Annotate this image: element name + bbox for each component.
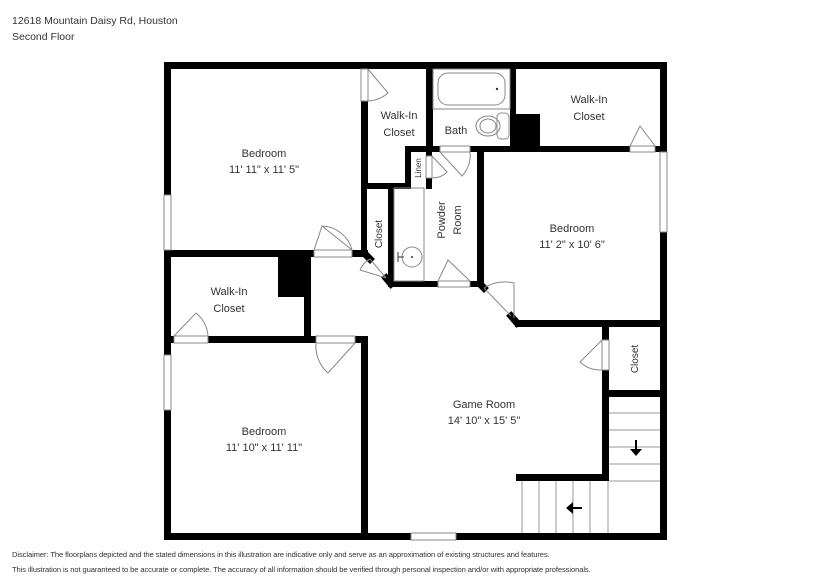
toilet-icon bbox=[475, 112, 510, 140]
disclaimer-line-2: This illustration is not guaranteed to b… bbox=[12, 565, 591, 574]
bedroom-ne-name: Bedroom bbox=[550, 223, 595, 235]
bedroom-nw-dims: 11' 11" x 11' 5" bbox=[229, 164, 299, 176]
floor-label: Second Floor bbox=[12, 31, 75, 43]
bath-label: Bath bbox=[445, 125, 468, 137]
game-room-name: Game Room bbox=[453, 399, 515, 411]
walkin-mid-left-line1: Walk-In bbox=[211, 286, 248, 298]
powder-room-line2: Room bbox=[452, 205, 464, 234]
property-address: 12618 Mountain Daisy Rd, Houston bbox=[12, 15, 178, 27]
bedroom-ne-dims: 11' 2" x 10' 6" bbox=[539, 239, 605, 251]
room-labels: Bedroom 11' 11" x 11' 5" Walk-In Closet … bbox=[211, 94, 641, 454]
closet-hall-label: Closet bbox=[374, 220, 385, 249]
walkin-top-left-line1: Walk-In bbox=[381, 110, 418, 122]
powder-room-line1: Powder bbox=[436, 201, 448, 239]
bedroom-nw-name: Bedroom bbox=[242, 148, 287, 160]
walkin-mid-left-line2: Closet bbox=[213, 303, 244, 315]
stairs-left-arrow-icon bbox=[566, 502, 582, 514]
bedroom-sw-name: Bedroom bbox=[242, 426, 287, 438]
linen-label: Linen bbox=[414, 158, 423, 178]
bedroom-sw-dims: 11' 10" x 11' 11" bbox=[226, 442, 302, 454]
bathtub-icon bbox=[437, 72, 506, 106]
walkin-top-left-line2: Closet bbox=[383, 127, 414, 139]
doors bbox=[173, 68, 656, 374]
game-room-dims: 14' 10" x 15' 5" bbox=[448, 415, 521, 427]
sink-icon bbox=[397, 246, 423, 268]
stairs bbox=[521, 412, 660, 533]
stairs-down-arrow-icon bbox=[630, 440, 642, 456]
disclaimer-line-1: Disclaimer: The floorplans depicted and … bbox=[12, 550, 550, 559]
walls bbox=[164, 62, 667, 540]
walkin-top-right-line2: Closet bbox=[573, 111, 604, 123]
walkin-top-right-line1: Walk-In bbox=[571, 94, 608, 106]
closet-east-label: Closet bbox=[630, 345, 641, 374]
fixtures bbox=[393, 68, 511, 282]
windows bbox=[163, 151, 668, 541]
diagonal-walls bbox=[362, 251, 522, 328]
